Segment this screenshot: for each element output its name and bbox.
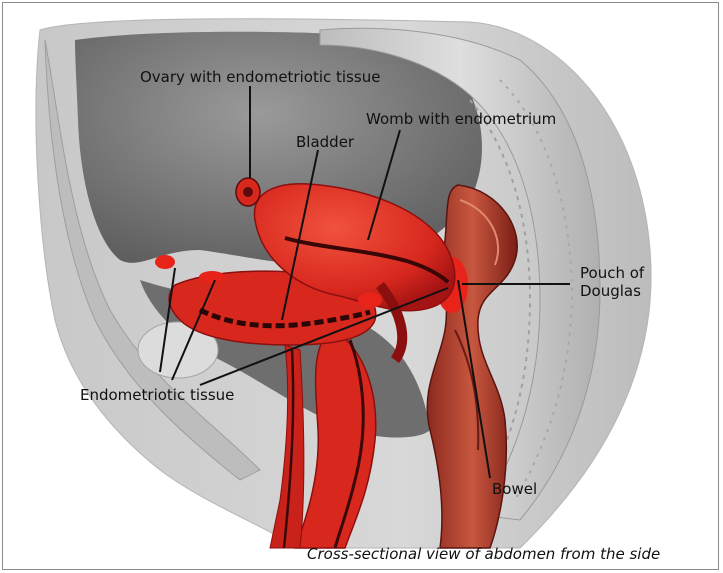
ovary-label: Ovary with endometriotic tissue [140,68,380,86]
bowel-label: Bowel [492,480,537,498]
womb-label: Womb with endometrium [366,110,556,128]
ovary [236,178,260,206]
bladder-label: Bladder [296,133,354,151]
figure-caption: Cross-sectional view of abdomen from the… [307,545,660,563]
endometriotic-tissue-label: Endometriotic tissue [80,386,234,404]
pouch-of-douglas-label: Pouch of Douglas [580,264,644,300]
